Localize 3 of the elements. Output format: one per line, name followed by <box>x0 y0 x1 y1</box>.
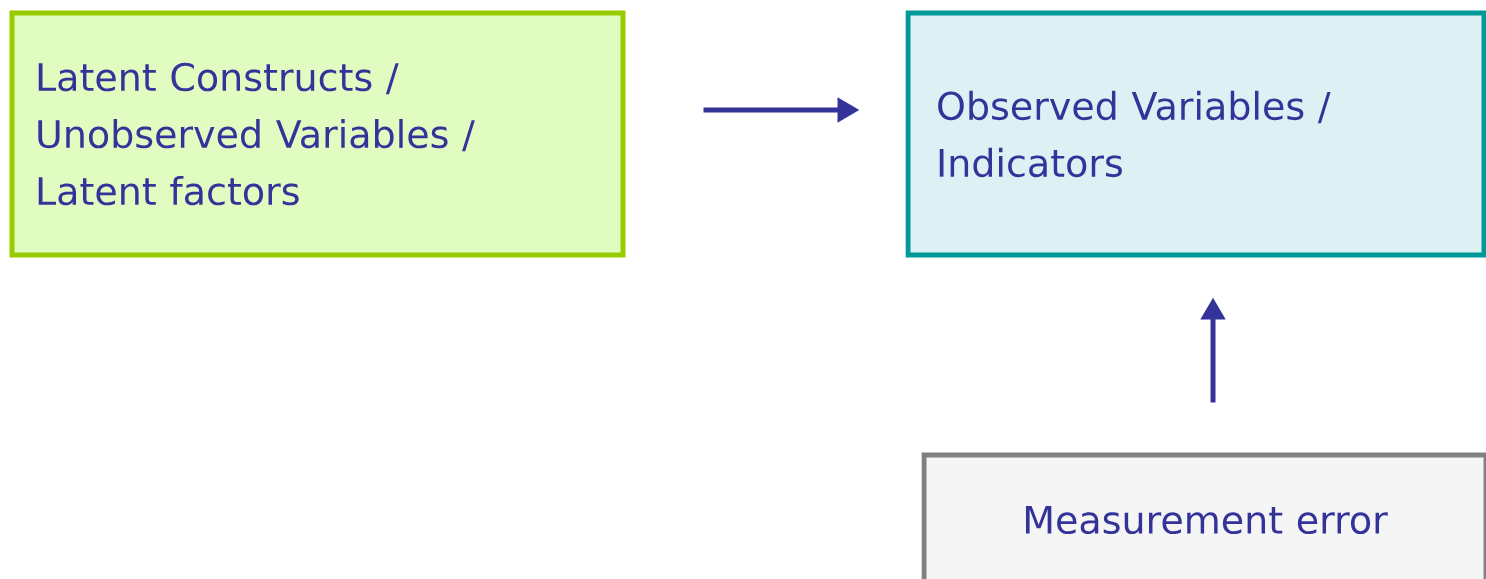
text-box: Measurement error <box>921 452 1486 579</box>
text-box: Latent Constructs / Unobserved Variables / Latent factors <box>9 10 626 258</box>
text-box: Observed Variables / Indicators <box>905 10 1486 258</box>
